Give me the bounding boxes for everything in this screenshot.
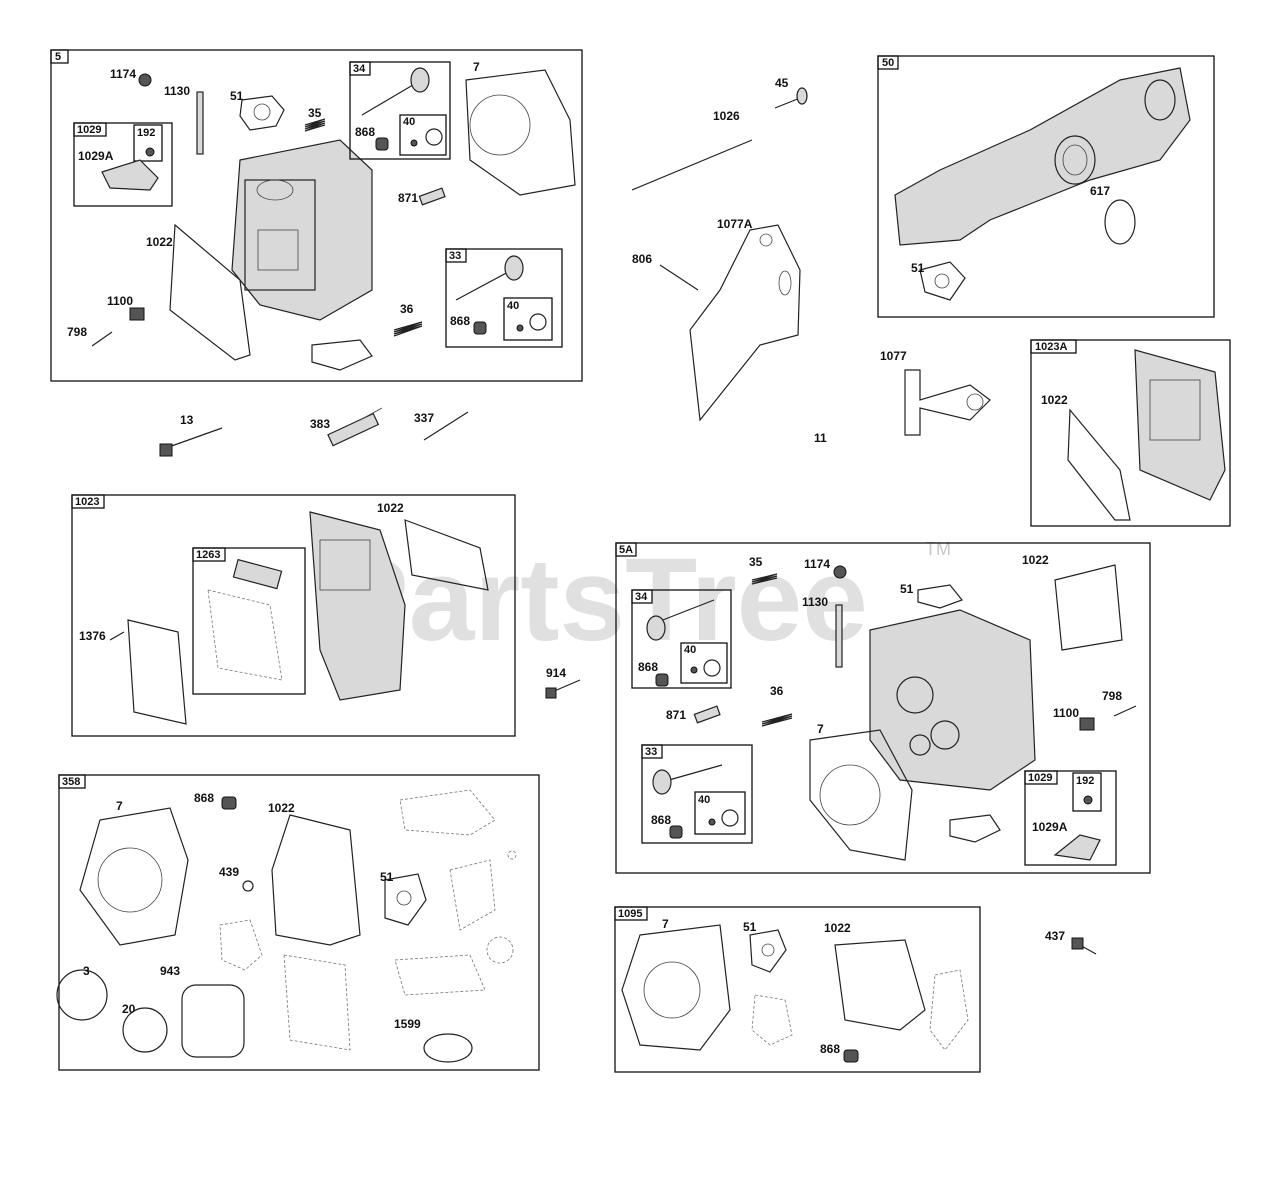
callout-3: 3 [83,964,90,978]
callout-51-g1095: 51 [743,920,757,934]
callout-1022-g1023A: 1022 [1041,393,1068,407]
callout-943: 943 [160,964,180,978]
callout-868-g5A-a: 868 [638,660,658,674]
group-5-sub-40b: 40 [507,300,519,312]
callout-439: 439 [219,865,239,879]
group-1023A-rocker-cover[interactable]: 1023A 1022 [1030,339,1231,527]
callout-1174-g5A: 1174 [804,557,830,571]
callout-914: 914 [546,666,566,680]
callout-1022-g1023: 1022 [377,501,404,515]
watermark-trademark: TM [925,539,951,559]
group-5A-label: 5A [619,544,633,556]
callout-51-g358: 51 [380,870,394,884]
group-5-sub-1029: 1029 [77,124,101,136]
callout-337: 337 [414,411,434,425]
callout-868-g5b: 868 [450,314,470,328]
callout-871-g5: 871 [398,191,418,205]
group-1095-label: 1095 [618,908,642,920]
callout-1029A-g5A: 1029A [1032,820,1068,834]
callout-1022-g358: 1022 [268,801,295,815]
group-50-intake-manifold[interactable]: 50 617 51 [877,55,1215,318]
callout-1100-g5: 1100 [107,294,133,308]
group-50-label: 50 [882,57,894,69]
group-5-sub-192: 192 [137,127,155,139]
callout-11: 11 [814,431,827,445]
callout-798-g5A: 798 [1102,689,1122,703]
group-5-sub-33: 33 [449,250,461,262]
callout-383: 383 [310,417,330,431]
watermark: PartsTree [330,534,868,666]
callout-7-g5A: 7 [817,722,824,736]
callout-868-g358: 868 [194,791,214,805]
callout-1130-g5A: 1130 [802,595,828,609]
callout-7-g358: 7 [116,799,123,813]
callout-1022-g1095: 1022 [824,921,851,935]
group-5-label: 5 [55,51,61,63]
callout-1130: 1130 [164,84,190,98]
callout-437: 437 [1045,929,1065,943]
group-5-sub-34: 34 [353,63,366,75]
group-358-gasket-set[interactable]: 358 7 868 1022 439 51 3 20 943 [56,774,540,1071]
group-5A-sub-192: 192 [1076,775,1094,787]
group-5A-cylinder-head[interactable]: 5A 35 1174 1130 51 1022 34 40 868 871 36 [615,542,1151,874]
group-1023-sub-1263: 1263 [196,549,220,561]
callout-1029A: 1029A [78,149,114,163]
callout-868-g5a: 868 [355,125,375,139]
callout-1022-g5: 1022 [146,235,173,249]
group-1095-gasket-set[interactable]: 1095 7 51 1022 868 [614,906,981,1073]
part-437[interactable]: 437 [1045,929,1097,955]
callout-868-g1095: 868 [820,1042,840,1056]
callout-1100-g5A: 1100 [1053,706,1079,720]
callout-51-g5A: 51 [900,582,914,596]
callout-1077A: 1077A [717,217,753,231]
group-5A-sub-40a: 40 [684,644,696,656]
group-1023A-label: 1023A [1035,341,1067,353]
group-358-label: 358 [62,776,80,788]
callout-806: 806 [632,252,652,266]
callout-1026: 1026 [713,109,740,123]
loose-parts-top[interactable]: 45 1026 1077A 806 1077 11 [631,76,991,513]
callout-36-g5: 36 [400,302,414,316]
callout-7-g5: 7 [473,60,480,74]
callout-36-g5A: 36 [770,684,784,698]
callout-20: 20 [122,1002,136,1016]
callout-798-g5: 798 [67,325,87,339]
callout-871-g5A: 871 [666,708,686,722]
callout-45: 45 [775,76,789,90]
callout-35: 35 [308,106,322,120]
group-5A-sub-40b: 40 [698,794,710,806]
callout-35-g5A: 35 [749,555,763,569]
callout-1174: 1174 [110,67,136,81]
callout-51: 51 [230,89,244,103]
group-1023-label: 1023 [75,496,99,508]
group-5A-sub-1029: 1029 [1028,772,1052,784]
callout-1022-g5A: 1022 [1022,553,1049,567]
group-5A-sub-34: 34 [635,591,648,603]
group-5A-sub-33: 33 [645,746,657,758]
callout-1376: 1376 [79,629,106,643]
group-5-cylinder-head[interactable]: 5 1174 1130 51 35 1029 192 1029A 34 [50,49,583,382]
loose-parts-middle[interactable]: 13 383 337 [159,407,469,457]
callout-13: 13 [180,413,194,427]
callout-51-g50: 51 [911,261,925,275]
callout-868-g5A-b: 868 [651,813,671,827]
callout-1077: 1077 [880,349,907,363]
group-5-sub-40a: 40 [403,116,415,128]
callout-617: 617 [1090,184,1110,198]
callout-7-g1095: 7 [662,917,669,931]
group-1023-rocker-cover-kit[interactable]: 1023 1263 1376 1022 [71,494,516,737]
part-914[interactable]: 914 [545,666,581,699]
callout-1599: 1599 [394,1017,421,1031]
